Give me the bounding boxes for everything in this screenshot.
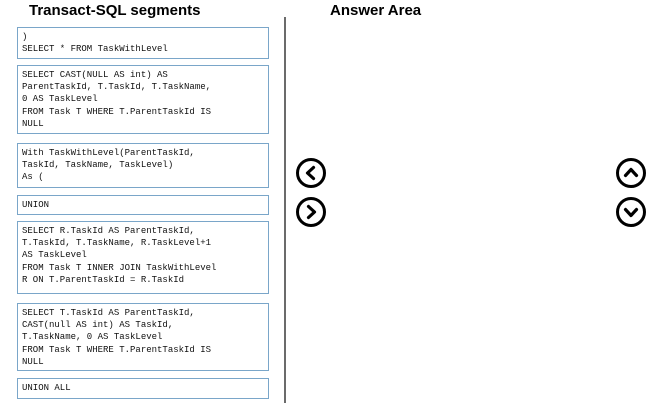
panel-divider [284,17,286,403]
move-right-button[interactable] [296,197,326,227]
sql-segment-5[interactable]: SELECT R.TaskId AS ParentTaskId, T.TaskI… [17,221,269,294]
chevron-down-circle-icon [623,207,639,218]
move-up-button[interactable] [616,158,646,188]
chevron-up-circle-icon [623,167,639,178]
answer-area-heading: Answer Area [330,2,422,19]
chevron-left-circle-icon [305,165,316,181]
sql-segment-3[interactable]: With TaskWithLevel(ParentTaskId, TaskId,… [17,143,269,188]
sql-segment-1[interactable]: ) SELECT * FROM TaskWithLevel [17,27,269,59]
chevron-right-circle-icon [306,204,317,220]
sql-segment-4[interactable]: UNION [17,195,269,215]
sql-segment-7[interactable]: UNION ALL [17,378,269,399]
segments-heading: Transact-SQL segments [29,2,201,19]
move-down-button[interactable] [616,197,646,227]
sql-segment-6[interactable]: SELECT T.TaskId AS ParentTaskId, CAST(nu… [17,303,269,371]
move-left-button[interactable] [296,158,326,188]
sql-segment-2[interactable]: SELECT CAST(NULL AS int) AS ParentTaskId… [17,65,269,134]
